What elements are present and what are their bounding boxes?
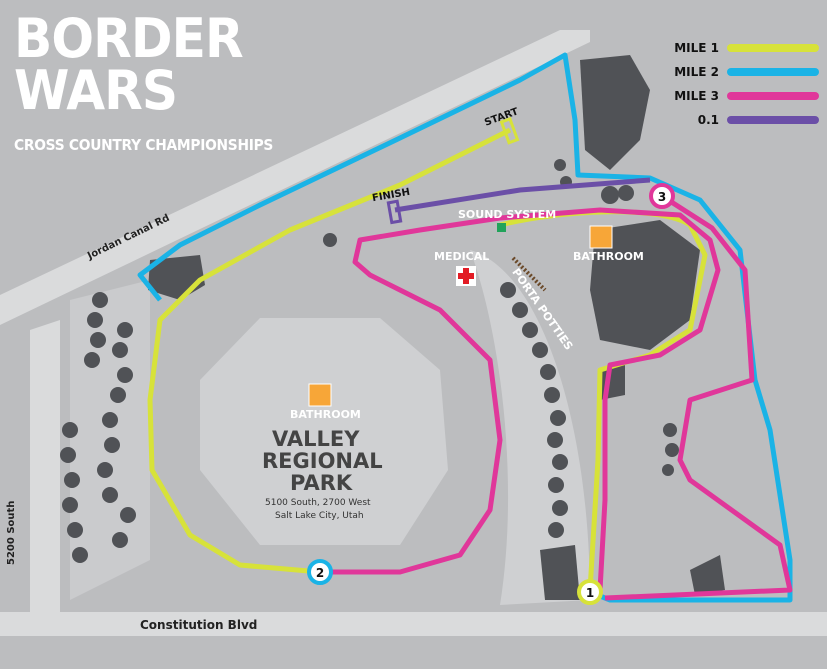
bathroom-label-east: BATHROOM [573, 250, 644, 263]
start-marker [499, 117, 520, 145]
tree-rows [60, 282, 568, 563]
bathroom-icon [589, 225, 613, 249]
title-subtitle: CROSS COUNTRY CHAMPIONSHIPS [14, 136, 274, 154]
finish-marker [386, 199, 403, 225]
mile-marker-1-label: 1 [586, 586, 594, 600]
legend-swatch [727, 92, 819, 100]
park-name-line-2: REGIONAL [262, 449, 383, 473]
legend-item-mile-3: MILE 3 [674, 84, 819, 108]
tree-clusters [148, 55, 725, 600]
park-lawn-east [470, 250, 590, 605]
mile-3-route [320, 207, 721, 591]
legend-item-mile-1: MILE 1 [674, 36, 819, 60]
title-line-1: BORDER [14, 7, 244, 70]
bathroom-icon [308, 383, 332, 407]
sound-system-icon [497, 223, 506, 232]
legend-label: MILE 2 [674, 65, 719, 79]
mile-2-route [137, 52, 793, 603]
bathroom-label-park: BATHROOM [290, 408, 361, 421]
legend: MILE 1 MILE 2 MILE 3 0.1 [674, 36, 819, 132]
constitution-blvd-label: Constitution Blvd [140, 618, 258, 632]
mile-marker-3-circle [649, 183, 675, 209]
mile-marker-2-label: 2 [316, 566, 324, 580]
title-line-2: WARS [14, 59, 178, 122]
legend-swatch [727, 68, 819, 76]
legend-label: MILE 1 [674, 41, 719, 55]
legend-item-mile-2: MILE 2 [674, 60, 819, 84]
park-octagon [200, 318, 448, 545]
legend-swatch [727, 44, 819, 52]
legend-label: 0.1 [697, 113, 719, 127]
5200-south-label: 5200 South [6, 500, 17, 565]
legend-label: MILE 3 [674, 89, 719, 103]
sound-system-label: SOUND SYSTEM [458, 208, 557, 221]
mile-marker-3-label: 3 [658, 190, 666, 204]
park-name-line-1: VALLEY [272, 427, 360, 451]
mile-marker-1-circle [577, 579, 603, 605]
constitution-blvd-road [0, 612, 827, 636]
medical-icon [456, 266, 476, 286]
medical-label: MEDICAL [434, 250, 490, 263]
park-name-line-3: PARK [290, 471, 353, 495]
park-address-line-1: 5100 South, 2700 West [265, 498, 371, 508]
porta-potties-icon [511, 256, 547, 292]
legend-item-tenth: 0.1 [674, 108, 819, 132]
5200-south-road [30, 320, 60, 620]
park-address-line-2: Salt Lake City, Utah [275, 511, 364, 521]
jordan-canal-road [0, 30, 590, 325]
legend-swatch [727, 116, 819, 124]
mile-1-route [147, 127, 512, 575]
tenth-mile-route [394, 177, 651, 213]
mile-marker-2-circle [307, 559, 333, 585]
mile-3-east-loop [604, 193, 793, 601]
